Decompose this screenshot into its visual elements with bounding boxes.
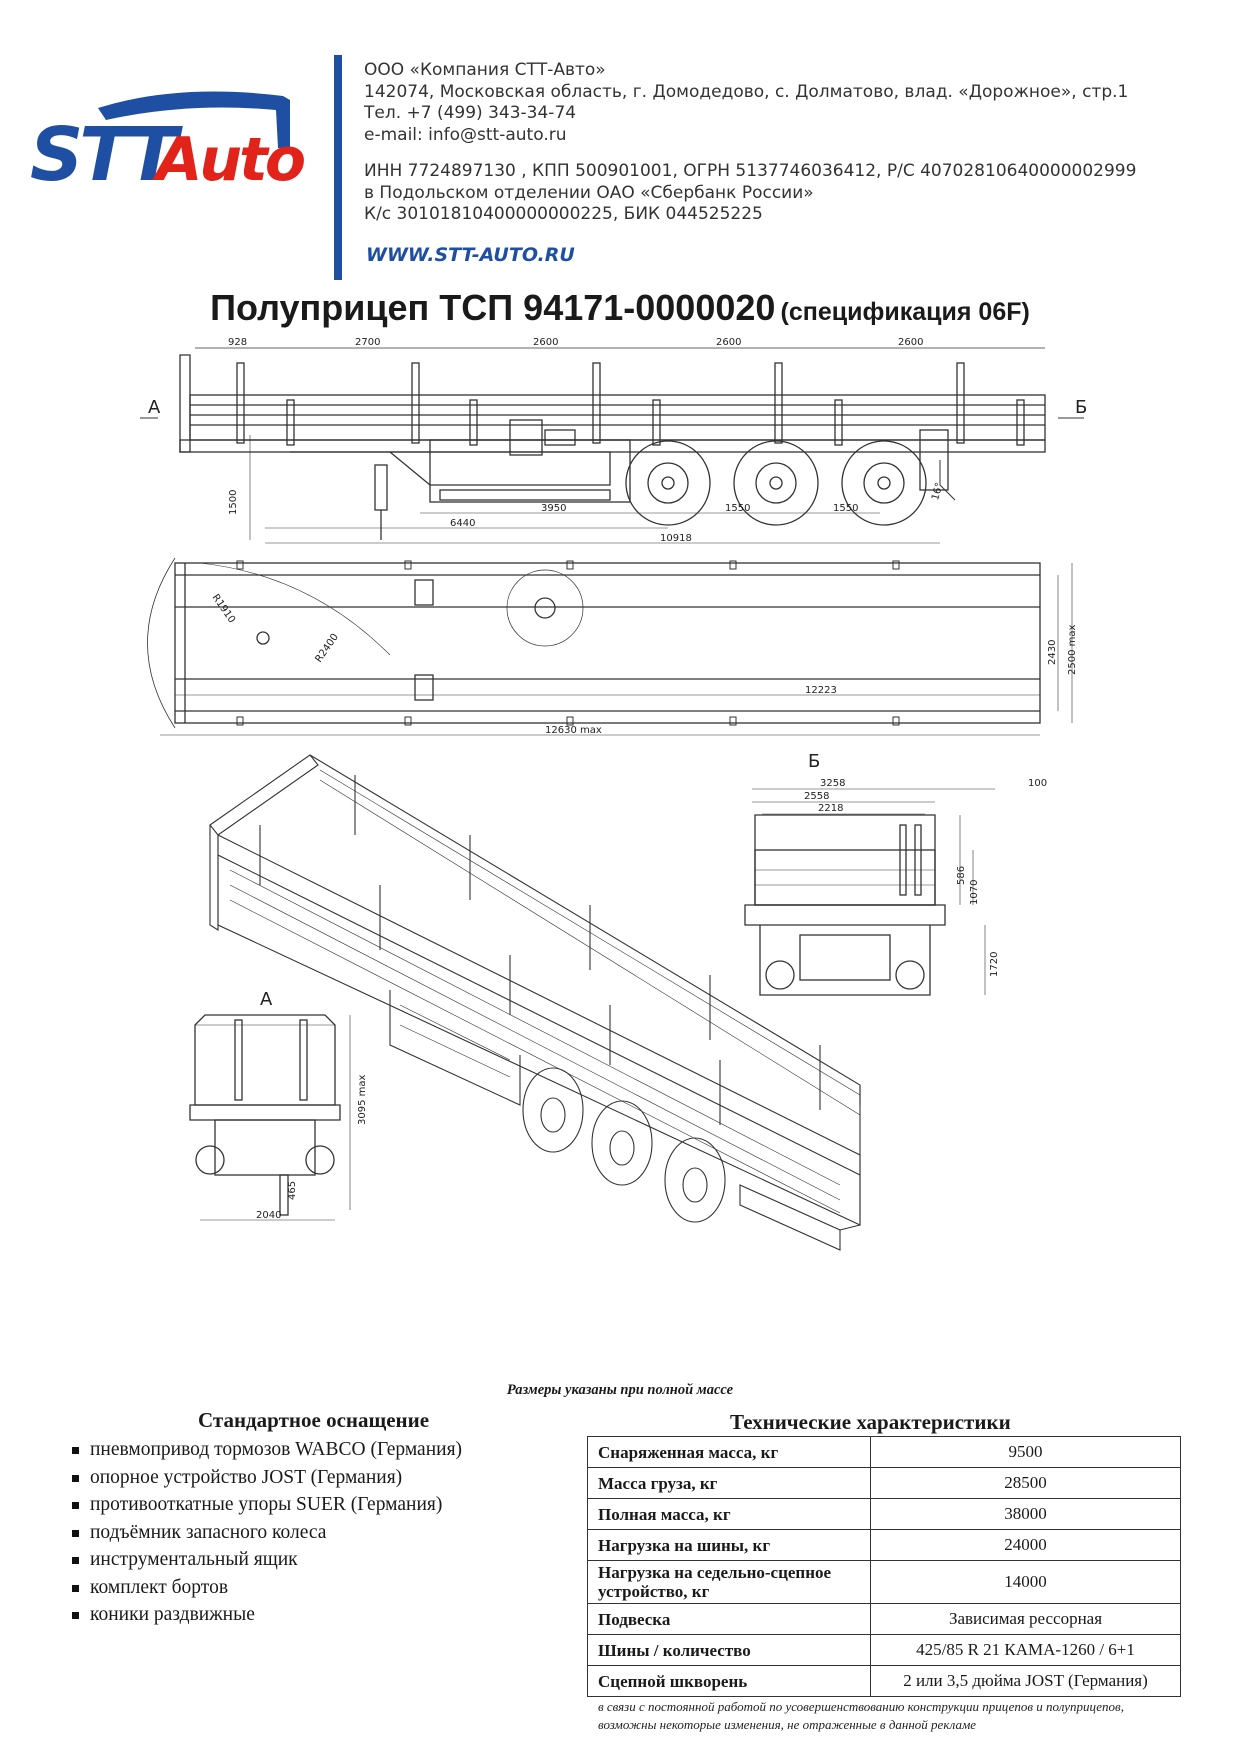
stakes (236, 362, 1025, 446)
svg-text:3095 max: 3095 max (357, 1075, 368, 1125)
svg-text:10918: 10918 (660, 533, 692, 544)
svg-text:А: А (260, 989, 273, 1010)
top-view: R1910 R2400 12223 12630 max 2430 2500 ma… (147, 557, 1078, 736)
company-address: 142074, Московская область, г. Домодедов… (364, 81, 1129, 102)
svg-text:6440: 6440 (450, 518, 475, 529)
list-item: коники раздвижные (72, 1601, 462, 1629)
svg-text:2700: 2700 (355, 337, 380, 348)
company-name: ООО «Компания СТТ-Авто» (364, 60, 606, 80)
list-item: опорное устройство JOST (Германия) (72, 1464, 462, 1492)
specs-heading: Технические характеристики (730, 1410, 1011, 1434)
svg-text:R1910: R1910 (210, 592, 238, 625)
svg-text:12630 max: 12630 max (545, 725, 602, 736)
logo-stt: STT (30, 112, 183, 198)
svg-text:1070: 1070 (969, 880, 980, 905)
title-spec: (спецификация 06F) (780, 298, 1030, 326)
svg-text:2500 max: 2500 max (1067, 625, 1078, 675)
iso-stakes (259, 775, 821, 1125)
company-info: ООО «Компания СТТ-Авто» 142074, Московск… (364, 60, 1136, 226)
list-item: пневмопривод тормозов WABCO (Германия) (72, 1436, 462, 1464)
logo-auto: Auto (152, 125, 305, 195)
disclaimer: в связи с постоянной работой по усоверше… (598, 1699, 1124, 1732)
table-row: Нагрузка на седельно-сцепное устройство,… (587, 1560, 1181, 1604)
side-wheels (625, 440, 927, 526)
side-view: 928 2700 2600 2600 2600 А Б (140, 337, 1087, 544)
company-email[interactable]: e-mail: info@stt-auto.ru (364, 124, 567, 145)
svg-text:А: А (148, 397, 161, 418)
svg-text:2040: 2040 (256, 1210, 281, 1221)
company-corr: К/с 30101810400000000225, БИК 044525225 (364, 204, 763, 224)
svg-text:2600: 2600 (533, 337, 558, 348)
title-main: Полуприцеп ТСП 94171-0000020 (210, 287, 776, 328)
svg-text:1500: 1500 (228, 490, 239, 515)
company-logo: STT Auto (30, 91, 308, 198)
company-bank: в Подольском отделении ОАО «Сбербанк Рос… (364, 182, 814, 203)
logo-swoosh (98, 91, 290, 148)
list-item: подъёмник запасного колеса (72, 1519, 462, 1547)
equipment-heading: Стандартное оснащение (198, 1408, 430, 1432)
list-item: противооткатные упоры SUER (Германия) (72, 1491, 462, 1519)
svg-text:100: 100 (1028, 778, 1047, 789)
company-inn: ИНН 7724897130 , КПП 500901001, ОГРН 513… (364, 161, 1137, 181)
svg-text:2558: 2558 (804, 791, 829, 802)
list-item: инструментальный ящик (72, 1546, 462, 1574)
svg-text:1550: 1550 (833, 503, 858, 514)
svg-text:12223: 12223 (805, 685, 837, 696)
svg-text:3258: 3258 (820, 778, 845, 789)
rear-view-b: Б 3258 2558 2218 100 1070 586 1720 (744, 751, 1047, 996)
svg-text:Б: Б (1075, 397, 1087, 418)
svg-text:2600: 2600 (898, 337, 923, 348)
svg-text:465: 465 (287, 1181, 298, 1200)
svg-text:R2400: R2400 (313, 632, 341, 665)
svg-text:1720: 1720 (989, 952, 1000, 977)
svg-text:2218: 2218 (818, 803, 843, 814)
svg-text:16°: 16° (930, 482, 945, 502)
svg-text:3950: 3950 (541, 503, 566, 514)
top-stakes (236, 560, 900, 726)
front-view-a: А 3095 max 465 2040 (189, 989, 368, 1221)
equipment-list: пневмопривод тормозов WABCO (Германия) о… (72, 1436, 462, 1629)
header-divider (334, 55, 342, 280)
iso-view (209, 754, 861, 1251)
list-item: комплект бортов (72, 1574, 462, 1602)
technical-drawing: 928 2700 2600 2600 2600 А Б (140, 337, 1087, 1251)
svg-text:1550: 1550 (725, 503, 750, 514)
page-title: Полуприцеп ТСП 94171-0000020 (спецификац… (0, 287, 1240, 329)
svg-text:928: 928 (228, 337, 247, 348)
svg-text:2430: 2430 (1047, 640, 1058, 665)
dimensions-note: Размеры указаны при полной массе (506, 1382, 734, 1398)
company-phone: Тел. +7 (499) 343-34-74 (364, 103, 577, 123)
svg-text:Б: Б (808, 751, 820, 772)
company-website[interactable]: WWW.STT-AUTO.RU (366, 244, 575, 266)
svg-text:586: 586 (956, 866, 967, 885)
svg-text:2600: 2600 (716, 337, 741, 348)
